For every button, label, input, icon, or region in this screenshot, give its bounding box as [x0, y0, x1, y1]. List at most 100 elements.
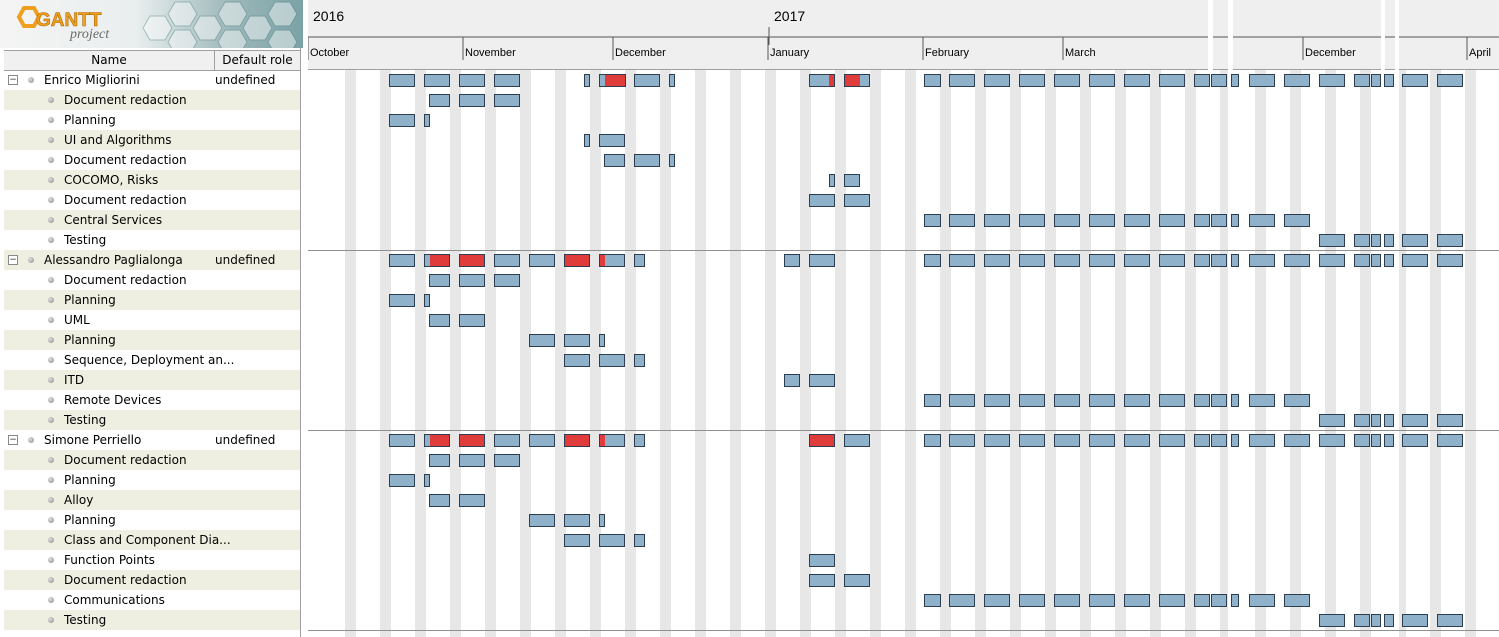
load-bar	[1384, 614, 1394, 627]
month-label: February	[925, 47, 970, 59]
weekend-stripe	[1325, 70, 1336, 637]
weekend-stripe	[835, 70, 846, 637]
load-bar	[599, 254, 625, 267]
load-bar	[1124, 394, 1150, 407]
load-bar	[1194, 434, 1210, 447]
load-bar	[844, 434, 870, 447]
load-bar	[1159, 74, 1185, 87]
load-bar	[599, 534, 625, 547]
assignment-row[interactable]: Document redaction	[4, 450, 300, 470]
month-label: April	[1469, 47, 1491, 59]
assignment-row[interactable]: Testing	[4, 610, 300, 630]
collapse-toggle-icon[interactable]: −	[8, 75, 18, 85]
weekend-stripe	[1045, 70, 1056, 637]
load-bar	[1019, 594, 1045, 607]
load-bar	[1089, 394, 1115, 407]
bullet-icon	[48, 297, 54, 303]
table-header: Name Default role	[4, 50, 300, 71]
row-label: Planning	[64, 333, 116, 347]
row-label: Planning	[64, 513, 116, 527]
load-bar	[1437, 254, 1463, 267]
load-bar	[949, 594, 975, 607]
load-bar	[1284, 74, 1310, 87]
assignment-row[interactable]: Planning	[4, 510, 300, 530]
overload-segment	[845, 75, 860, 86]
load-bar	[1284, 434, 1310, 447]
load-bar	[1371, 234, 1381, 247]
row-label: Remote Devices	[64, 393, 162, 407]
year-label: 2016	[313, 8, 344, 24]
load-bar	[1354, 254, 1370, 267]
load-bar	[1054, 434, 1080, 447]
row-label: Document redaction	[64, 93, 187, 107]
bullet-icon	[48, 177, 54, 183]
load-bar	[599, 514, 605, 527]
assignment-row[interactable]: Document redaction	[4, 150, 300, 170]
weekend-stripe	[1290, 70, 1301, 637]
load-bar	[1019, 254, 1045, 267]
load-bar	[1319, 74, 1345, 87]
overload-segment	[600, 435, 605, 446]
load-bar	[1354, 434, 1370, 447]
row-label: Enrico Migliorini	[44, 73, 140, 87]
assignment-row[interactable]: Testing	[4, 230, 300, 250]
assignment-row[interactable]: Function Points	[4, 550, 300, 570]
assignment-row[interactable]: Class and Component Dia...	[4, 530, 300, 550]
assignment-row[interactable]: COCOMO, Risks	[4, 170, 300, 190]
assignment-row[interactable]: Document redaction	[4, 570, 300, 590]
load-bar	[1231, 214, 1239, 227]
assignment-row[interactable]: Communications	[4, 590, 300, 610]
row-label: Communications	[64, 593, 165, 607]
bullet-icon	[48, 457, 54, 463]
load-bar	[984, 394, 1010, 407]
row-label: Document redaction	[64, 573, 187, 587]
weekend-stripe	[625, 70, 636, 637]
column-header-name[interactable]: Name	[4, 51, 215, 70]
weekend-stripe	[520, 70, 531, 637]
load-bar	[634, 534, 645, 547]
assignment-row[interactable]: Sequence, Deployment an...	[4, 350, 300, 370]
assignment-row[interactable]: Central Services	[4, 210, 300, 230]
assignment-row[interactable]: Planning	[4, 110, 300, 130]
load-bar	[829, 174, 835, 187]
bullet-icon	[48, 517, 54, 523]
load-bar	[1194, 594, 1210, 607]
row-label: Document redaction	[64, 193, 187, 207]
load-bar	[389, 474, 415, 487]
weekend-stripe	[345, 70, 356, 637]
assignment-row[interactable]: Testing	[4, 410, 300, 430]
load-bar	[1089, 74, 1115, 87]
assignment-row[interactable]: Document redaction	[4, 90, 300, 110]
assignment-row[interactable]: Document redaction	[4, 190, 300, 210]
assignment-row[interactable]: Remote Devices	[4, 390, 300, 410]
load-bar	[1054, 254, 1080, 267]
load-bar	[1402, 414, 1428, 427]
assignment-row[interactable]: Planning	[4, 470, 300, 490]
assignment-row[interactable]: ITD	[4, 370, 300, 390]
assignment-row[interactable]: Planning	[4, 290, 300, 310]
column-header-role[interactable]: Default role	[222, 53, 293, 67]
load-bar	[924, 214, 941, 227]
load-bar	[1211, 74, 1227, 87]
collapse-toggle-icon[interactable]: −	[8, 435, 18, 445]
bullet-icon	[48, 317, 54, 323]
load-bar	[784, 254, 800, 267]
assignment-row[interactable]: UI and Algorithms	[4, 130, 300, 150]
load-bar	[1231, 394, 1239, 407]
panel-divider[interactable]	[300, 48, 301, 637]
overload-segment	[565, 435, 589, 446]
load-bar	[599, 334, 605, 347]
load-bar	[1284, 394, 1310, 407]
assignment-row[interactable]: Alloy	[4, 490, 300, 510]
assignment-row[interactable]: Document redaction	[4, 270, 300, 290]
collapse-toggle-icon[interactable]: −	[8, 255, 18, 265]
load-bar	[1194, 394, 1210, 407]
load-bar	[949, 394, 975, 407]
assignment-row[interactable]: Planning	[4, 330, 300, 350]
assignment-row[interactable]: UML	[4, 310, 300, 330]
